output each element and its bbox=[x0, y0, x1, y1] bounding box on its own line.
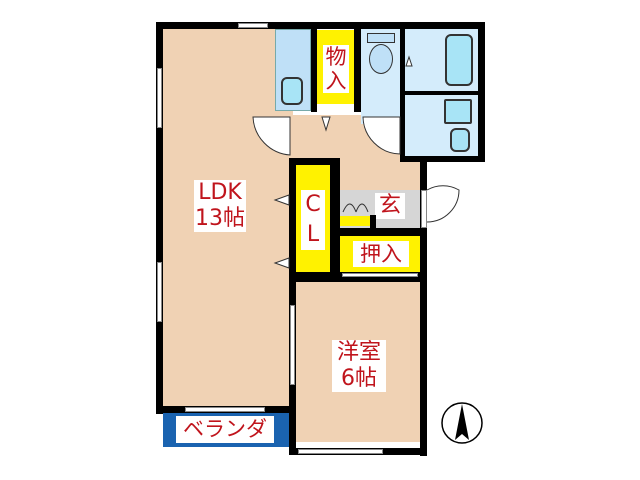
ldk-name: LDK bbox=[198, 180, 242, 205]
toilet-bowl bbox=[369, 44, 393, 74]
wall-cl-right bbox=[330, 158, 340, 278]
wash-basin bbox=[450, 128, 470, 152]
window-ldk-left-lower bbox=[157, 262, 162, 322]
storage-top-text: 物入 bbox=[325, 45, 347, 93]
veranda-text: ベランダ bbox=[183, 417, 267, 441]
wall-wet-bottom bbox=[400, 156, 485, 162]
wall-top bbox=[156, 22, 485, 29]
western-room-name: 洋室 bbox=[336, 340, 381, 365]
window-oshiire-bottom bbox=[342, 273, 418, 277]
window-western-bottom bbox=[298, 449, 383, 454]
wall-entrance-step bbox=[370, 215, 376, 231]
oshiire-text: 押入 bbox=[360, 242, 402, 266]
ldk-size: 13帖 bbox=[195, 206, 245, 231]
wall-western-top bbox=[289, 272, 427, 282]
shoe-box bbox=[340, 216, 370, 226]
window-ldk-bottom bbox=[185, 407, 265, 412]
wall-cl-top bbox=[289, 158, 337, 165]
sink-fixture bbox=[281, 77, 303, 105]
wall-right-mid bbox=[420, 156, 427, 456]
compass-icon bbox=[441, 402, 483, 444]
toilet-tank bbox=[367, 33, 395, 43]
wall-left bbox=[156, 22, 163, 414]
western-room-size: 6帖 bbox=[341, 366, 377, 391]
entrance-label: 玄 bbox=[375, 193, 405, 219]
window-top bbox=[238, 23, 268, 28]
entrance-text: 玄 bbox=[378, 193, 401, 218]
western-room-label: 洋室 6帖 bbox=[332, 340, 386, 392]
window-ldk-left-upper bbox=[157, 68, 162, 128]
wall-bath-mid bbox=[400, 91, 485, 95]
oshiire-label: 押入 bbox=[353, 241, 409, 267]
wall-cl-left bbox=[289, 158, 296, 278]
closet-label-l: L bbox=[306, 222, 320, 247]
wall-entrance-bottom bbox=[330, 228, 427, 236]
veranda-label: ベランダ bbox=[176, 416, 274, 443]
wall-kitchen-right bbox=[311, 22, 317, 112]
door-entrance bbox=[421, 190, 427, 228]
window-western-left bbox=[290, 305, 295, 385]
closet-label-c: C bbox=[305, 192, 321, 217]
bathtub bbox=[445, 34, 473, 86]
closet-label: C L bbox=[301, 190, 325, 250]
wall-storage-right bbox=[354, 22, 361, 112]
washing-machine bbox=[444, 99, 472, 124]
ldk-label: LDK 13帖 bbox=[194, 180, 246, 232]
storage-top-label: 物入 bbox=[323, 45, 349, 93]
